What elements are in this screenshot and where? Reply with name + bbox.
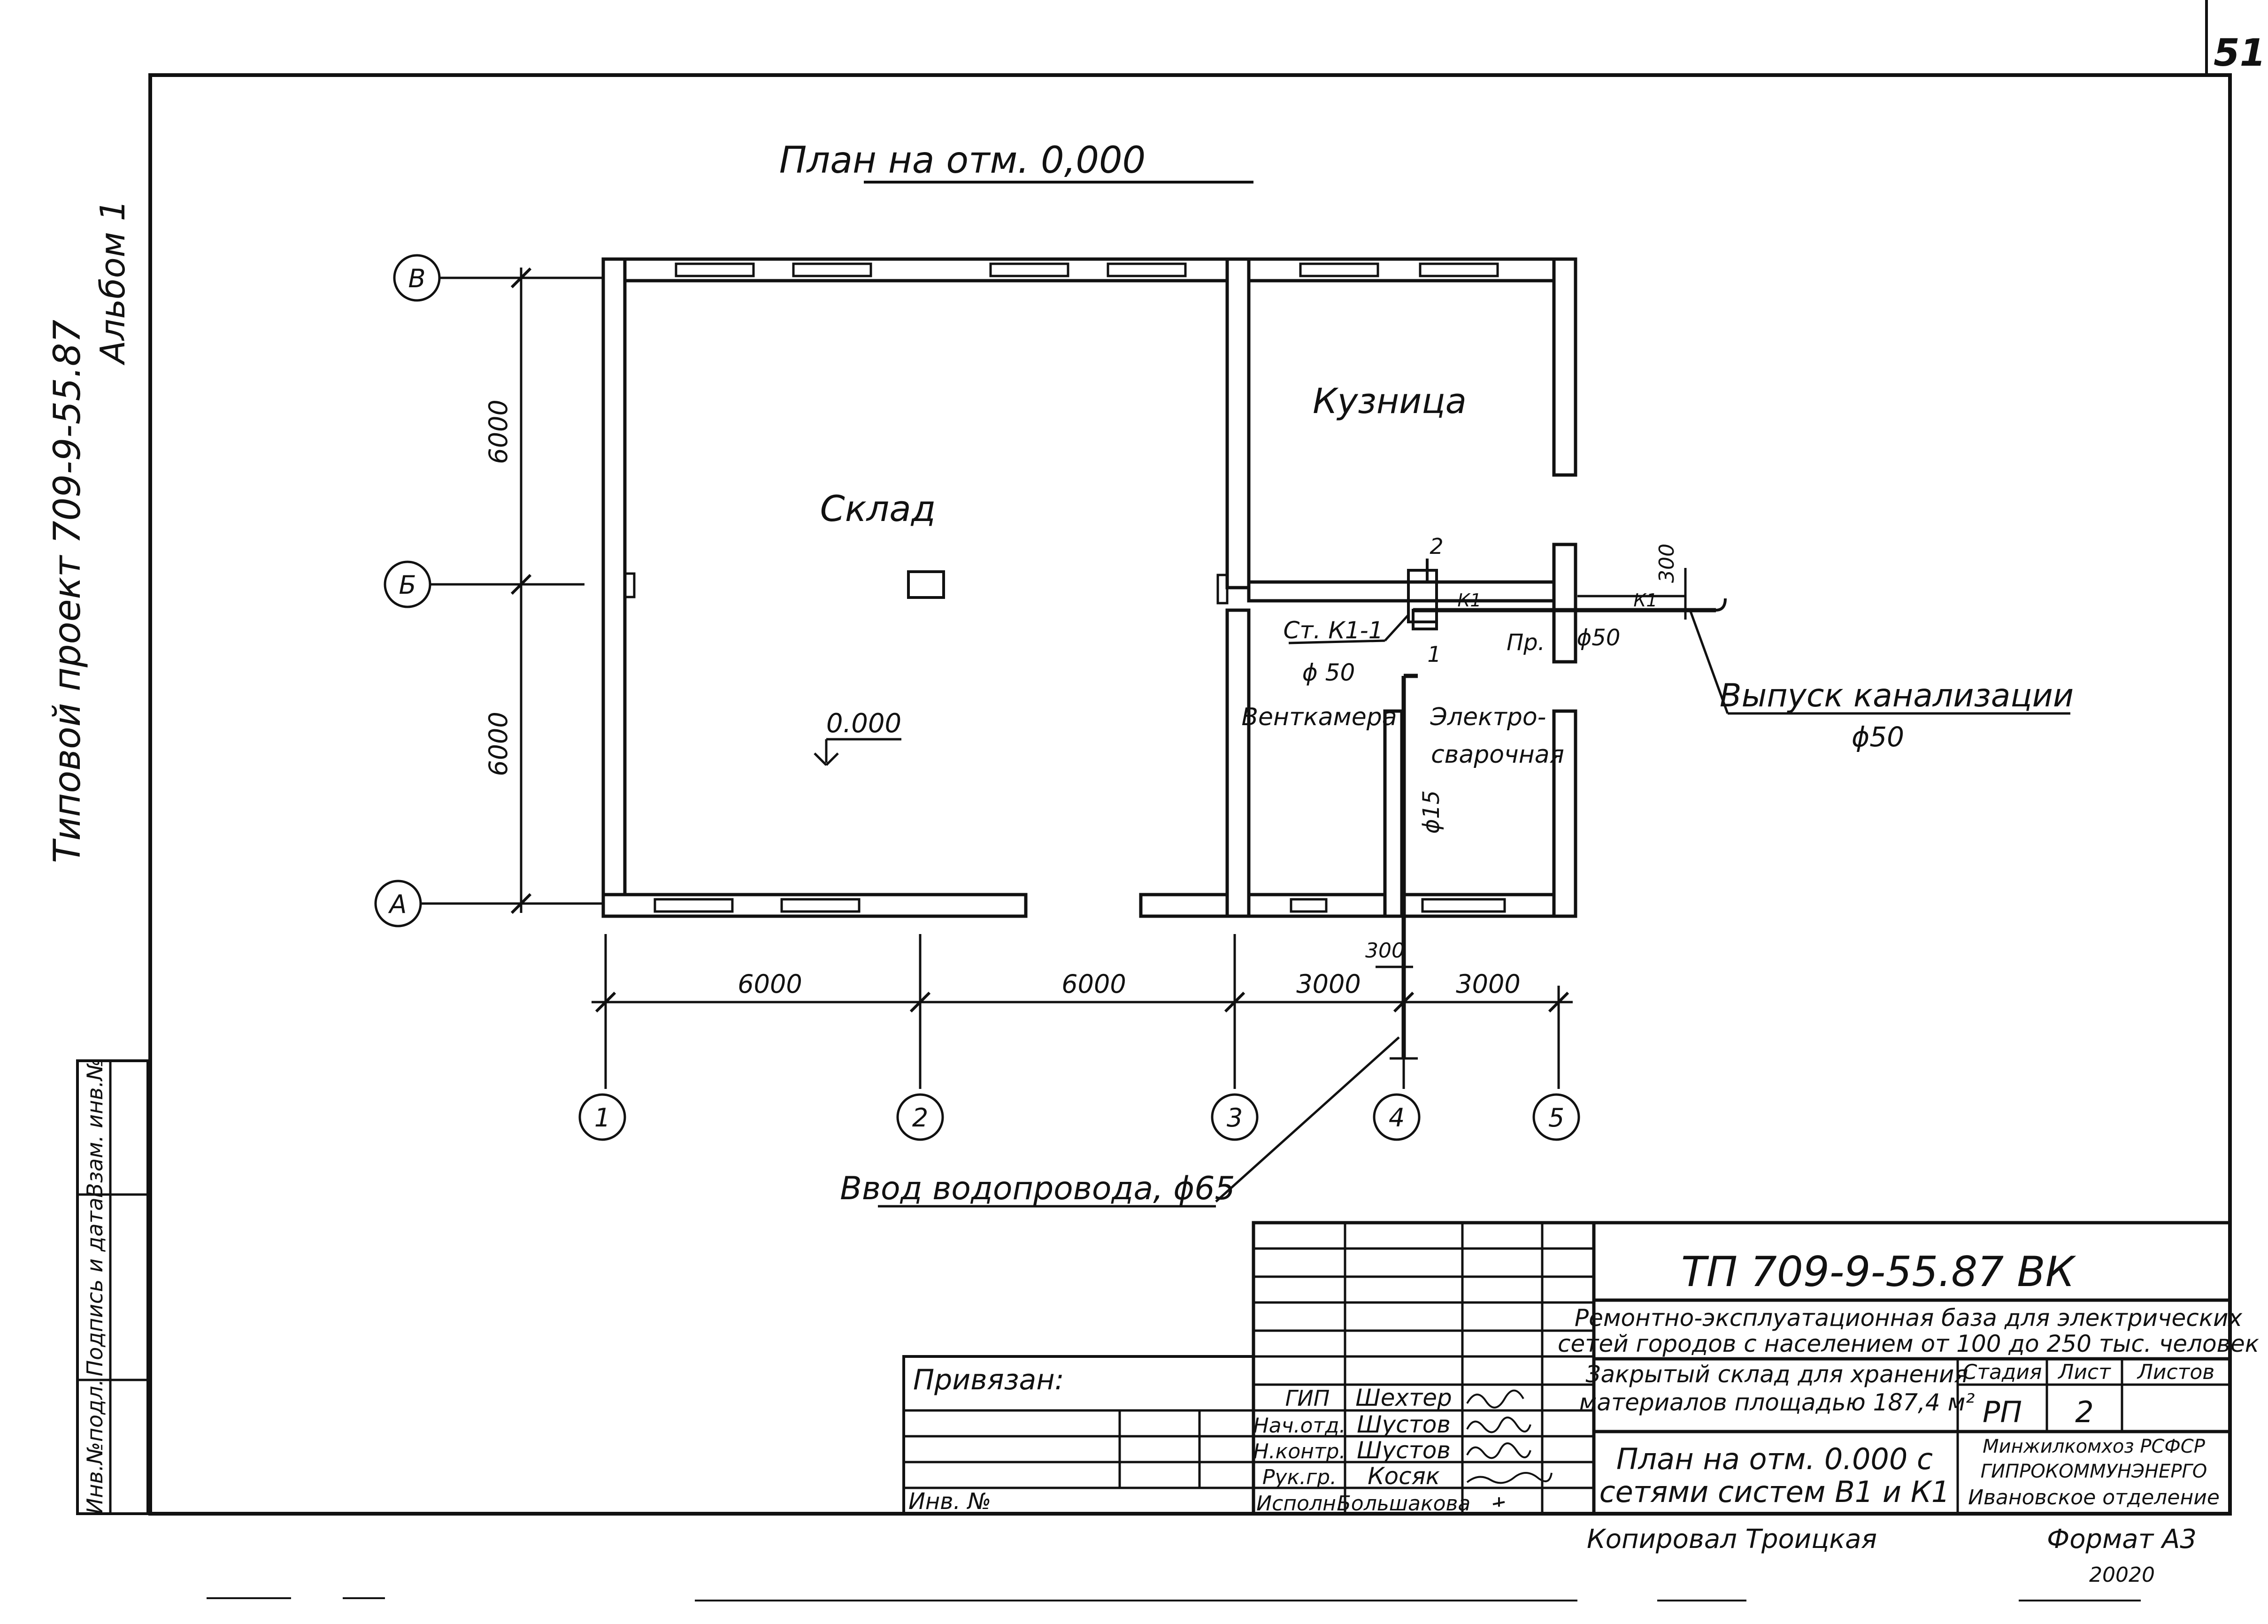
pipe-node-1: 1 — [1427, 642, 1441, 667]
inv-no-label: Инв. № — [908, 1488, 991, 1515]
room-kuznitsa: Кузница — [1313, 381, 1467, 421]
dim-300-top: 300 — [1655, 544, 1679, 583]
page-number-box: 51 — [2205, 0, 2266, 75]
room-ventkamera: Венткамера — [1241, 703, 1397, 731]
axis-col-2: 2 — [912, 1103, 928, 1133]
dim-col-4: 3000 — [1456, 969, 1520, 999]
footer-format: Формат А3 — [2047, 1524, 2197, 1555]
project-line-1: Ремонтно-эксплуатационная база для элект… — [1575, 1304, 2243, 1332]
pipe-d50: ϕ50 — [1577, 625, 1621, 651]
name-nach-otd: Шустов — [1357, 1411, 1451, 1438]
name-ruk-gr: Косяк — [1368, 1463, 1440, 1490]
footer-kopiroval: Копировал Троицкая — [1587, 1524, 1877, 1555]
axis-row-v: В — [408, 264, 425, 293]
row-axes: В Б А 6000 6000 — [374, 254, 603, 927]
doc-code: ТП 709-9-55.87 ВК — [1681, 1248, 2076, 1296]
plan-title: План на отм. 0,000 — [779, 139, 1146, 182]
role-nach-otd: Нач.отд. — [1253, 1414, 1346, 1438]
dim-col-3: 3000 — [1296, 969, 1361, 999]
role-ruk-gr: Рук.гр. — [1262, 1465, 1337, 1489]
dim-col-2: 6000 — [1061, 969, 1126, 999]
stamp-vzam-inv: Взам. инв.№ — [82, 1058, 108, 1198]
org-line-3: Ивановское отделение — [1968, 1486, 2220, 1509]
riser-label: Ст. К1-1 — [1284, 617, 1384, 644]
dim-col-1: 6000 — [738, 969, 802, 999]
side-title-line1: Типовой проект 709-9-55.87 — [46, 320, 89, 863]
org-line-1: Минжилкомхоз РСФСР — [1983, 1436, 2206, 1457]
name-n-kontr: Шустов — [1357, 1437, 1451, 1464]
column-axes: 6000 6000 3000 3000 1 2 3 4 5 — [578, 934, 1580, 1141]
stage-header: Стадия — [1963, 1360, 2042, 1384]
vypusk-label: Выпуск канализации — [1720, 677, 2074, 714]
pipe-pr: Пр. — [1507, 629, 1545, 656]
org-line-2: ГИПРОКОММУНЭНЕРГО — [1981, 1461, 2207, 1482]
name-gip: Шехтер — [1355, 1384, 1452, 1411]
sheet-frame — [148, 73, 2232, 1516]
project-line-2: сетей городов с населением от 100 до 250… — [1558, 1330, 2259, 1357]
footer-mark: 20020 — [2089, 1563, 2155, 1587]
stamp-inv-podl: Инв.№подл. — [82, 1379, 108, 1514]
role-n-kontr: Н.контр. — [1253, 1440, 1346, 1463]
axis-col-3: 3 — [1227, 1103, 1243, 1133]
pipe-k1-b: К1 — [1633, 590, 1657, 611]
privyazan-label: Привязан: — [913, 1364, 1064, 1396]
pipe-k1-a: К1 — [1457, 590, 1481, 611]
dim-300-bottom: 300 — [1365, 939, 1405, 963]
axis-col-5: 5 — [1548, 1103, 1564, 1133]
object-line-2: материалов площадью 187,4 м² — [1579, 1389, 1975, 1416]
signatures — [1466, 1389, 1553, 1507]
side-title-2: Альбом 1 — [93, 199, 132, 365]
object-line-1: Закрытый склад для хранения — [1585, 1361, 1968, 1388]
axis-row-a: А — [388, 889, 407, 919]
pipe-labels: 2 1 Ст. К1-1 ϕ 50 К1 К1 Пр. ϕ50 300 300 … — [840, 534, 2074, 1207]
column-square — [907, 570, 945, 599]
side-title: Типовой проект 709-9-55.87 — [46, 320, 89, 863]
sheet-line-2: сетями систем В1 и К1 — [1599, 1475, 1950, 1509]
sheet-value: 2 — [2075, 1395, 2093, 1429]
left-stamp: Взам. инв.№ Подпись и дата Инв.№подл. — [76, 1058, 149, 1515]
role-ispoln: Исполн. — [1256, 1492, 1343, 1516]
dim-row-1: 6000 — [484, 399, 513, 464]
pipes — [878, 559, 2070, 1208]
sheet-header: Лист — [2057, 1360, 2111, 1384]
level-mark-value: 0.000 — [826, 708, 901, 739]
stamp-podpis-data: Подпись и дата — [82, 1197, 108, 1376]
title-block: Привязан: Инв. № ГИП Нач.отд. Н.контр. Р… — [902, 1221, 2259, 1516]
name-ispoln: Большакова — [1337, 1492, 1471, 1516]
level-mark: 0.000 — [814, 708, 901, 766]
stage-value: РП — [1983, 1395, 2022, 1429]
axis-row-b: Б — [399, 570, 416, 600]
pipe-d15: ϕ15 — [1418, 790, 1445, 834]
pipe-node-2: 2 — [1430, 534, 1443, 559]
vvod-label: Ввод водопровода, ϕ65 — [840, 1170, 1235, 1207]
room-sklad: Склад — [820, 488, 936, 529]
dim-row-2: 6000 — [484, 712, 513, 776]
building-walls — [601, 257, 1577, 918]
vypusk-diameter: ϕ50 — [1852, 721, 1904, 753]
axis-col-1: 1 — [594, 1103, 610, 1133]
side-title-line2: Альбом 1 — [93, 199, 132, 365]
room-elektro-2: сварочная — [1431, 741, 1564, 769]
role-gip: ГИП — [1285, 1386, 1330, 1411]
sheets-header: Листов — [2137, 1360, 2214, 1384]
room-elektro-1: Электро- — [1430, 703, 1546, 731]
sheet-line-1: План на отм. 0.000 с — [1616, 1442, 1933, 1476]
windows — [653, 262, 1506, 913]
scan-marks — [207, 1597, 2141, 1601]
page-number: 51 — [2214, 31, 2266, 75]
riser-diameter: ϕ 50 — [1302, 659, 1355, 686]
axis-col-4: 4 — [1389, 1103, 1405, 1133]
